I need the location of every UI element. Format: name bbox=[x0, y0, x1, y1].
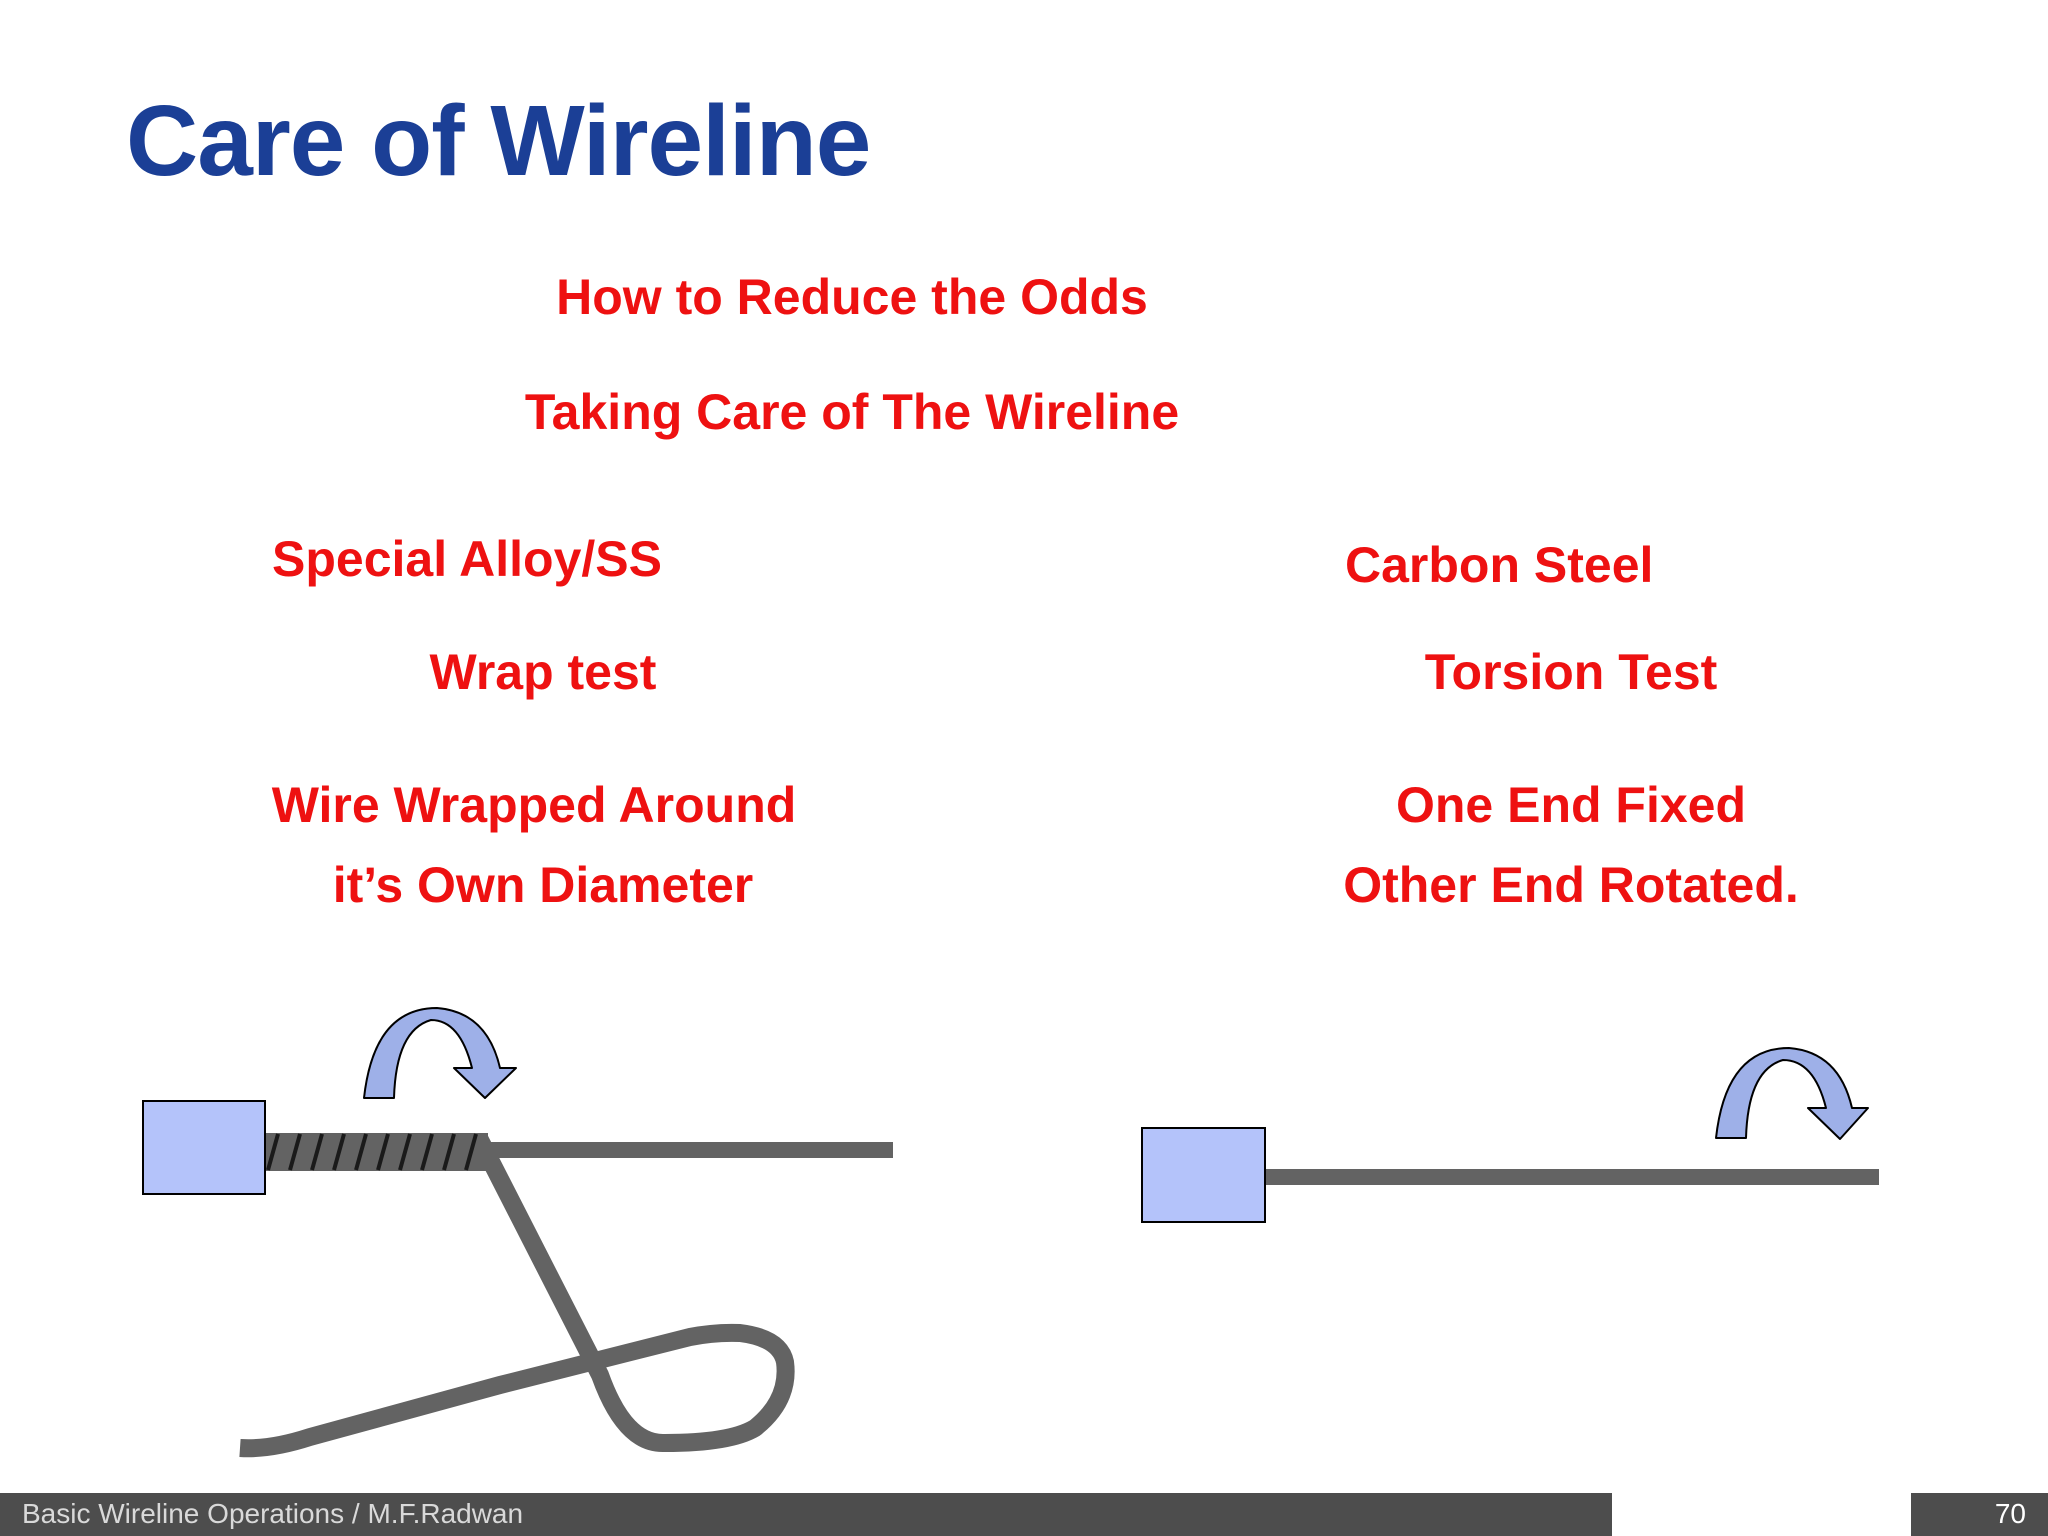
slide-title: Care of Wireline bbox=[126, 85, 871, 197]
wrapped-wire-loop bbox=[239, 1135, 795, 1458]
left-desc-line1: Wire Wrapped Around bbox=[271, 777, 797, 833]
coil-turns bbox=[266, 1133, 478, 1171]
footer-bar: Basic Wireline Operations / M.F.Radwan bbox=[0, 1493, 1612, 1536]
heading-reduce-odds: How to Reduce the Odds bbox=[556, 269, 1148, 325]
right-test-label: Torsion Test bbox=[1424, 644, 1718, 700]
page-number: 70 bbox=[1994, 1498, 2026, 1529]
footer-text: Basic Wireline Operations / M.F.Radwan bbox=[22, 1498, 524, 1529]
rotation-arrow-icon bbox=[363, 1007, 517, 1099]
right-desc-line1: One End Fixed bbox=[1395, 777, 1747, 833]
torsion-fixed-block bbox=[1141, 1127, 1266, 1223]
torsion-test-diagram bbox=[1141, 1047, 1879, 1223]
left-material-label: Special Alloy/SS bbox=[272, 531, 662, 587]
heading-taking-care: Taking Care of The Wireline bbox=[524, 384, 1180, 440]
left-desc-line2: it’s Own Diameter bbox=[332, 857, 754, 913]
right-material-label: Carbon Steel bbox=[1345, 537, 1654, 593]
fixed-block bbox=[142, 1100, 266, 1195]
torsion-rotation-arrow-icon bbox=[1715, 1047, 1869, 1140]
right-desc-line2: Other End Rotated. bbox=[1343, 857, 1799, 913]
left-test-label: Wrap test bbox=[429, 644, 657, 700]
wrap-test-diagram bbox=[142, 1007, 893, 1458]
page-number-box: 70 bbox=[1911, 1493, 2048, 1536]
